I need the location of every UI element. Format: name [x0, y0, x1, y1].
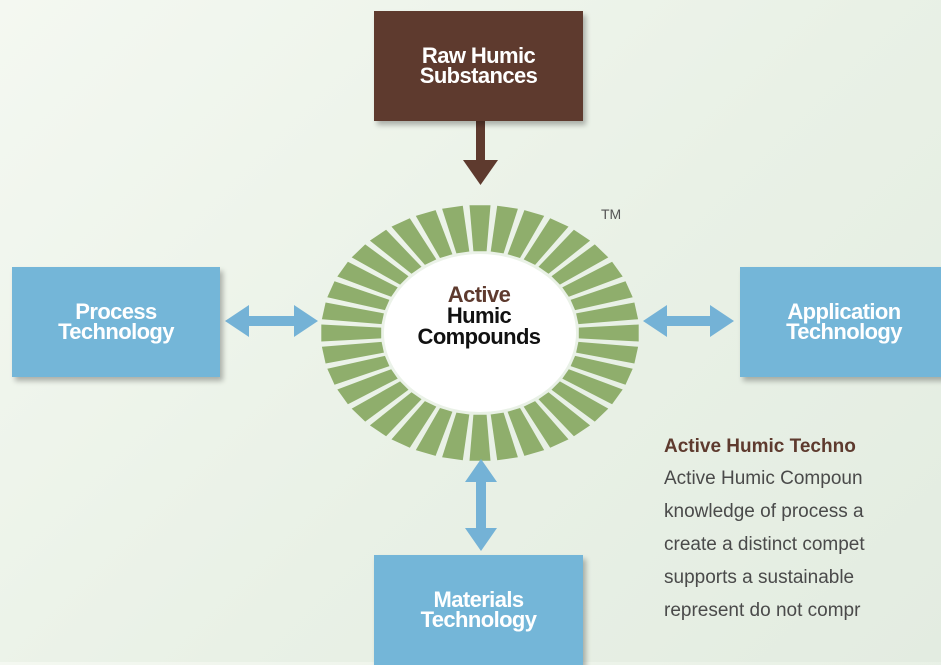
- sunburst-ray: [490, 205, 518, 254]
- sunburst-ray: [327, 355, 390, 385]
- sunburst-ray: [469, 414, 491, 461]
- sunburst-ray: [523, 401, 569, 448]
- sunburst-ray: [351, 381, 409, 422]
- sunburst-ray: [538, 229, 591, 274]
- description-line: create a distinct compet: [664, 534, 865, 555]
- materials-double-arrow: [465, 459, 497, 551]
- sunburst-ray: [523, 218, 569, 265]
- sunburst-ray: [415, 408, 453, 456]
- sunburst-ray: [570, 281, 633, 311]
- application-technology-box: Application Technology: [740, 267, 941, 377]
- sunburst-ray: [369, 229, 422, 274]
- sunburst-rays: [321, 205, 639, 461]
- sunburst-ray: [469, 205, 491, 252]
- sunburst-ray: [551, 381, 609, 422]
- process-double-arrow: [225, 305, 318, 337]
- process-technology-box: Process Technology: [12, 267, 220, 377]
- sunburst-ray: [337, 369, 398, 405]
- raw-humic-substances-box: Raw Humic Substances: [374, 11, 583, 121]
- sunburst-ray: [327, 281, 390, 311]
- description-line: supports a sustainable: [664, 567, 855, 588]
- description-line: represent do not compr: [664, 600, 861, 621]
- sunburst-ray: [442, 205, 470, 254]
- center-label-line-1: Active: [447, 281, 511, 307]
- sunburst-ray: [507, 210, 545, 258]
- sunburst-ray: [576, 341, 639, 364]
- description-heading: Active Humic Techno: [664, 436, 856, 457]
- description-text-block: Active Humic Techno Active Humic Compoun…: [664, 432, 941, 627]
- sunburst-ray: [369, 392, 422, 437]
- application-double-arrow: [643, 305, 734, 337]
- sunburst-ray: [538, 392, 591, 437]
- sunburst-ray: [551, 244, 609, 285]
- trademark-mark: TM: [601, 206, 622, 222]
- materials-technology-box: Materials Technology: [374, 555, 583, 665]
- sunburst-ray: [507, 408, 545, 456]
- description-line: Active Humic Compoun: [664, 468, 863, 489]
- center-label-line-3: Compounds: [417, 323, 542, 349]
- sunburst-ray: [351, 244, 409, 285]
- sunburst-ray: [576, 302, 639, 325]
- center-label-line-2: Humic: [446, 302, 512, 328]
- sunburst-ray: [321, 302, 384, 325]
- sunburst-ray: [337, 261, 398, 297]
- down-arrow: [463, 121, 498, 185]
- sunburst-ray: [562, 261, 623, 297]
- sunburst-ray: [391, 218, 437, 265]
- sunburst-ray: [321, 341, 384, 364]
- center-disc: [384, 254, 576, 412]
- sunburst-ray: [391, 401, 437, 448]
- sunburst-ray: [562, 369, 623, 405]
- sunburst-ray: [321, 324, 382, 342]
- sunburst-ray: [442, 412, 470, 461]
- active-humic-compounds-label: Active Humic Compounds: [389, 280, 569, 350]
- description-line: knowledge of process a: [664, 501, 864, 522]
- sunburst-ray: [578, 324, 639, 342]
- sunburst-ray: [490, 412, 518, 461]
- sunburst-ray: [570, 355, 633, 385]
- sunburst-ray: [415, 210, 453, 258]
